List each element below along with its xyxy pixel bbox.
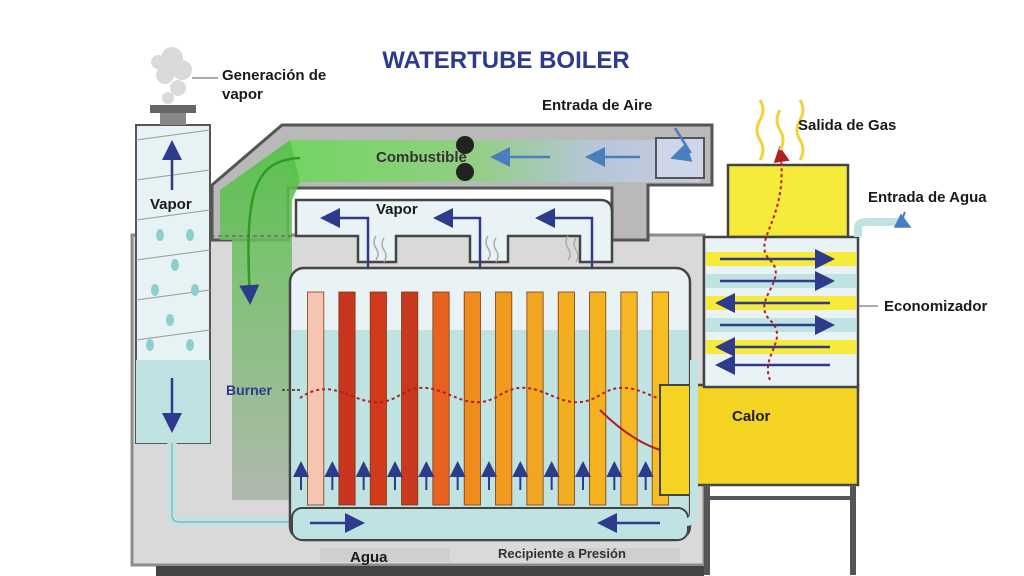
exhaust-wisps: [755, 99, 805, 161]
air-fuel-stream: [290, 140, 700, 182]
stand-bar: [704, 496, 856, 500]
water-tube: [338, 291, 356, 506]
label-economizer: Economizador: [884, 298, 988, 315]
water-inlet-pipe: [854, 218, 905, 237]
label-burner: Burner: [226, 382, 272, 398]
water-tube: [589, 291, 607, 506]
page-title: WATERTUBE BOILER: [382, 47, 630, 74]
stand-leg: [850, 485, 856, 575]
air-arrows: [490, 127, 693, 167]
economizer-return-pipe: [685, 360, 698, 526]
heat-duct: [659, 384, 691, 496]
flue-gas-arrow: [239, 156, 301, 305]
water-tube: [463, 291, 481, 506]
label-steam-generation-2: vapor: [222, 86, 263, 103]
vapor-header-arrows: [320, 208, 594, 268]
heat-flow-arrow: [299, 386, 704, 409]
water-tube: [526, 291, 544, 506]
stand-leg: [704, 485, 710, 575]
water-tube: [557, 291, 575, 506]
water-tube: [401, 291, 419, 506]
steam-cloud-icon: [151, 47, 192, 104]
label-steam-generation: Generación de: [222, 67, 326, 84]
base-label-block: [320, 548, 450, 562]
base-plate: [156, 566, 704, 576]
water-tubes: [293, 291, 669, 506]
heat-chamber: [688, 383, 860, 487]
label-fuel: Combustible: [376, 149, 467, 166]
label-water-inlet: Entrada de Agua: [868, 189, 987, 206]
label-heat: Calor: [732, 408, 771, 425]
water-tube: [369, 291, 387, 506]
base-label-block: [560, 548, 680, 562]
fuel-injector-icon: [456, 136, 474, 154]
fuel-injector-icon: [456, 163, 474, 181]
steam-wisps: [373, 235, 579, 263]
water-tube: [495, 291, 513, 506]
water-tube: [432, 291, 450, 506]
drum-neck: [160, 113, 186, 125]
label-vapor-left: Vapor: [150, 196, 192, 213]
air-inlet-box: [655, 137, 705, 179]
label-pressure-vessel: Recipiente a Presión: [498, 546, 626, 561]
gas-stack: [726, 163, 850, 239]
water-inlet-arrow: [893, 211, 912, 228]
water-tube: [620, 291, 638, 506]
label-gas-outlet: Salida de Gas: [798, 117, 896, 134]
gas-up-arrow: [763, 146, 790, 381]
label-air-inlet: Entrada de Aire: [542, 97, 652, 114]
water-tube: [307, 291, 325, 506]
water-droplets: [146, 229, 199, 351]
label-vapor-top: Vapor: [376, 201, 418, 218]
label-water: Agua: [350, 549, 388, 566]
drum-cap: [150, 105, 196, 113]
flue-gas-path: [220, 140, 300, 500]
economizer-arrows: [715, 249, 835, 375]
